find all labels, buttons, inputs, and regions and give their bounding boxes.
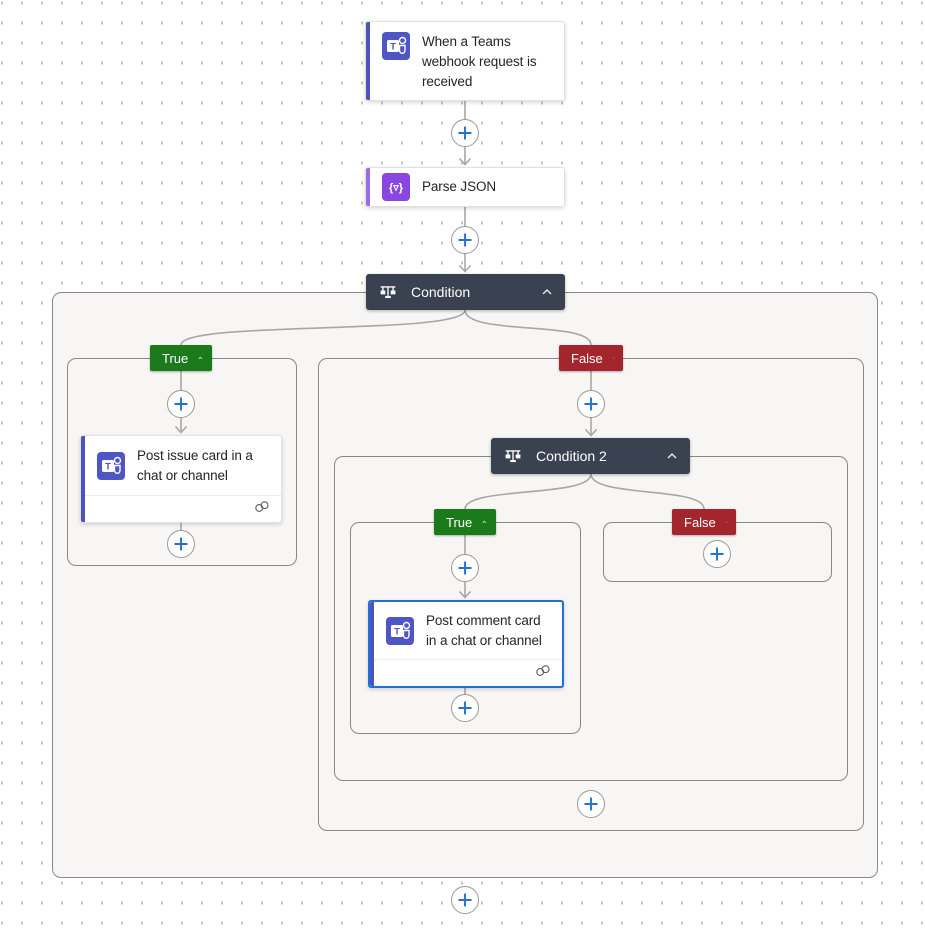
- true-branch-label: True: [446, 514, 473, 530]
- card-accent-bar: [370, 602, 374, 686]
- connection-icon: [534, 663, 552, 683]
- collapse-chevron-icon[interactable]: [612, 351, 615, 365]
- parse-json-title: Parse JSON: [422, 179, 497, 194]
- collapse-chevron-icon[interactable]: [664, 448, 680, 464]
- insert-step-button[interactable]: [451, 554, 479, 582]
- teams-icon: T: [386, 616, 414, 645]
- collapse-chevron-icon[interactable]: [197, 351, 204, 365]
- add-action-button[interactable]: [577, 790, 605, 818]
- svg-text:T: T: [105, 461, 111, 472]
- condition-title: Condition: [411, 284, 471, 300]
- trigger-title: When a Teams webhook request is received: [422, 34, 537, 89]
- add-action-button[interactable]: [451, 694, 479, 722]
- svg-text:T: T: [394, 626, 400, 637]
- true-branch-badge[interactable]: True: [150, 345, 212, 371]
- post-issue-card[interactable]: T Post issue card in a chat or channel: [80, 435, 282, 523]
- add-action-button[interactable]: [167, 530, 195, 558]
- add-action-button[interactable]: [703, 540, 731, 568]
- parse-json-card[interactable]: {▿} Parse JSON: [365, 167, 565, 207]
- true-branch-label: True: [162, 350, 189, 366]
- post-comment-card[interactable]: T Post comment card in a chat or channel: [368, 600, 564, 688]
- trigger-card-teams-webhook[interactable]: T When a Teams webhook request is receiv…: [365, 21, 565, 101]
- insert-step-button[interactable]: [167, 390, 195, 418]
- false-branch-label: False: [684, 514, 716, 530]
- teams-icon: T: [382, 32, 410, 60]
- collapse-chevron-icon[interactable]: [481, 515, 488, 529]
- insert-step-button[interactable]: [577, 390, 605, 418]
- insert-step-button[interactable]: [451, 226, 479, 254]
- card-accent-bar: [366, 22, 370, 100]
- condition2-true-branch-badge[interactable]: True: [434, 509, 496, 535]
- svg-text:T: T: [390, 42, 396, 53]
- connection-icon: [253, 499, 271, 519]
- post-issue-title: Post issue card in a chat or channel: [137, 447, 253, 483]
- teams-icon: T: [97, 451, 125, 480]
- condition2-node[interactable]: Condition 2: [491, 438, 690, 474]
- card-accent-bar: [81, 436, 85, 522]
- trigger-card-body: T When a Teams webhook request is receiv…: [366, 22, 564, 100]
- parse-json-card-body: {▿} Parse JSON: [366, 168, 564, 206]
- card-footer: [370, 659, 562, 686]
- condition-icon: [379, 283, 397, 301]
- card-accent-bar: [366, 168, 370, 206]
- add-action-button[interactable]: [451, 886, 479, 914]
- parse-json-icon: {▿}: [382, 173, 410, 201]
- post-comment-card-body: T Post comment card in a chat or channel: [370, 602, 562, 659]
- condition-icon: [504, 447, 522, 465]
- condition2-title: Condition 2: [536, 448, 607, 464]
- insert-step-button[interactable]: [451, 119, 479, 147]
- false-branch-label: False: [571, 350, 603, 366]
- false-branch-badge[interactable]: False: [559, 345, 623, 371]
- post-comment-title: Post comment card in a chat or channel: [426, 612, 542, 648]
- collapse-chevron-icon[interactable]: [725, 515, 728, 529]
- collapse-chevron-icon[interactable]: [539, 284, 555, 300]
- post-issue-card-body: T Post issue card in a chat or channel: [81, 436, 281, 495]
- condition2-false-branch-badge[interactable]: False: [672, 509, 736, 535]
- condition-node[interactable]: Condition: [366, 274, 565, 310]
- card-footer: [81, 495, 281, 522]
